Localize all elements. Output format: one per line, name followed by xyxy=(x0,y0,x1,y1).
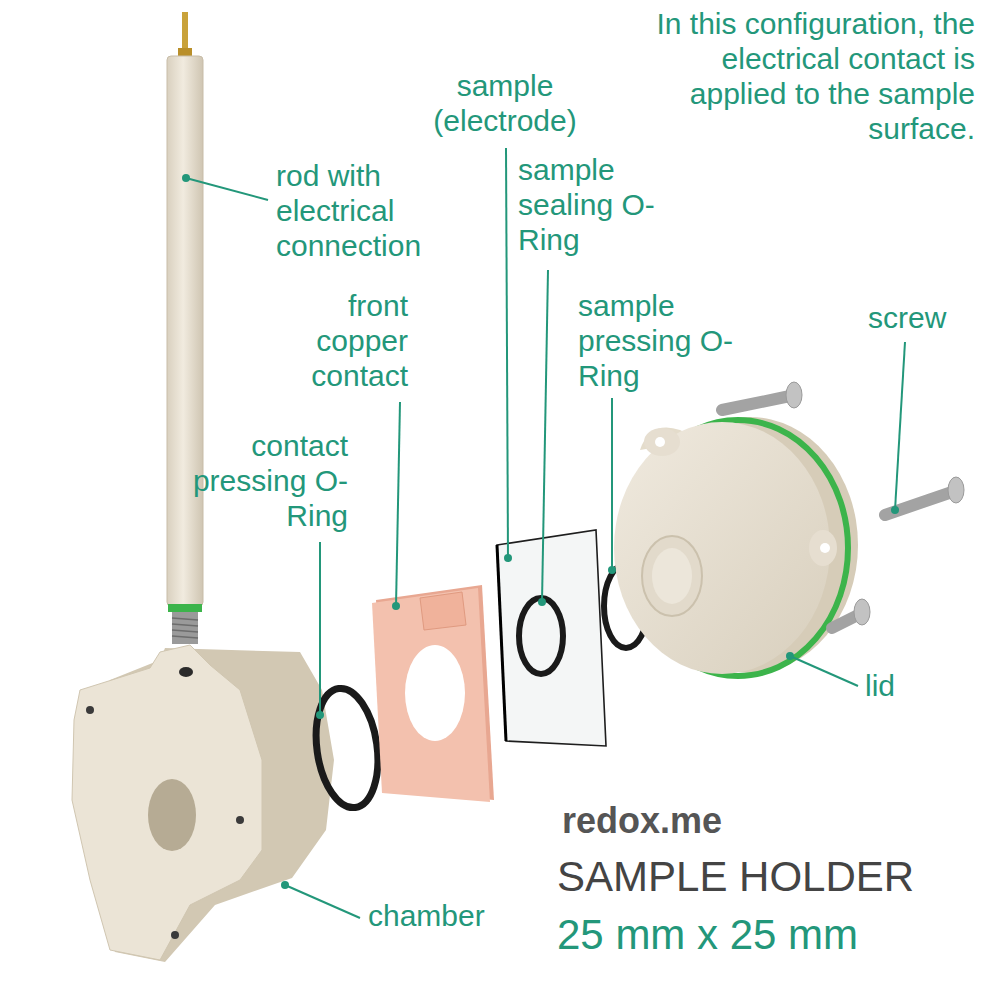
part-label: sample (electrode) xyxy=(405,68,605,138)
leader-line xyxy=(396,402,400,606)
leader-dot xyxy=(504,554,512,562)
leader-lines xyxy=(186,148,905,918)
leader-dot xyxy=(182,174,190,182)
brand-logo: redox.me xyxy=(562,803,862,838)
lid-recess-inner xyxy=(652,548,692,604)
lid-ear xyxy=(644,428,680,456)
chamber-hole xyxy=(148,779,196,851)
configuration-note: In this configuration, the electrical co… xyxy=(655,6,975,146)
leader-dot xyxy=(316,711,324,719)
rod xyxy=(167,56,203,606)
leader-line xyxy=(186,178,268,200)
leader-dots xyxy=(182,174,899,889)
part-label: sample sealing O-Ring xyxy=(518,152,668,257)
lid-face xyxy=(614,422,830,674)
leader-line xyxy=(790,656,858,686)
screw-head xyxy=(948,477,964,503)
screw-hole xyxy=(86,706,94,714)
rod-thread xyxy=(172,612,198,644)
screw-hole xyxy=(236,816,244,824)
part-label: chamber xyxy=(368,898,568,933)
copper-tab xyxy=(420,592,466,630)
screw-hole xyxy=(171,931,179,939)
lid-ear-hole xyxy=(655,437,665,447)
part-label: lid xyxy=(865,668,945,703)
rod-port xyxy=(179,667,193,677)
screw-head xyxy=(786,382,802,408)
part-label: rod with electrical connection xyxy=(276,158,456,263)
leader-line xyxy=(611,398,613,570)
copper-contact xyxy=(372,588,490,802)
part-label: screw xyxy=(868,300,988,335)
lid-ear xyxy=(809,530,837,566)
leader-dot xyxy=(392,602,400,610)
part-label: front copper contact xyxy=(250,288,408,393)
leader-line xyxy=(285,885,360,918)
product-title: SAMPLE HOLDER xyxy=(557,852,987,902)
product-size: 25 mm x 25 mm xyxy=(557,910,987,960)
leader-dot xyxy=(538,598,546,606)
leader-line xyxy=(895,342,905,510)
leader-line xyxy=(506,148,508,558)
chamber-front xyxy=(72,645,262,960)
part-label: contact pressing O-Ring xyxy=(192,428,348,533)
lid-recess xyxy=(642,536,702,616)
sample-edge xyxy=(497,545,506,741)
screw-head xyxy=(854,599,870,625)
screw-shaft xyxy=(722,396,790,410)
leader-line xyxy=(319,542,321,715)
sealing-o-ring xyxy=(519,598,563,674)
leader-dot xyxy=(786,652,794,660)
rod-o-ring xyxy=(168,604,202,612)
leader-dot xyxy=(891,506,899,514)
thread-lines xyxy=(172,618,198,638)
leader-dot xyxy=(608,566,616,574)
sample-plate xyxy=(497,530,606,746)
leader-line xyxy=(542,270,548,602)
part-label: sample pressing O-Ring xyxy=(578,288,743,393)
lid-ear-hole xyxy=(820,543,830,553)
leader-dot xyxy=(281,881,289,889)
copper-hole xyxy=(405,645,465,741)
